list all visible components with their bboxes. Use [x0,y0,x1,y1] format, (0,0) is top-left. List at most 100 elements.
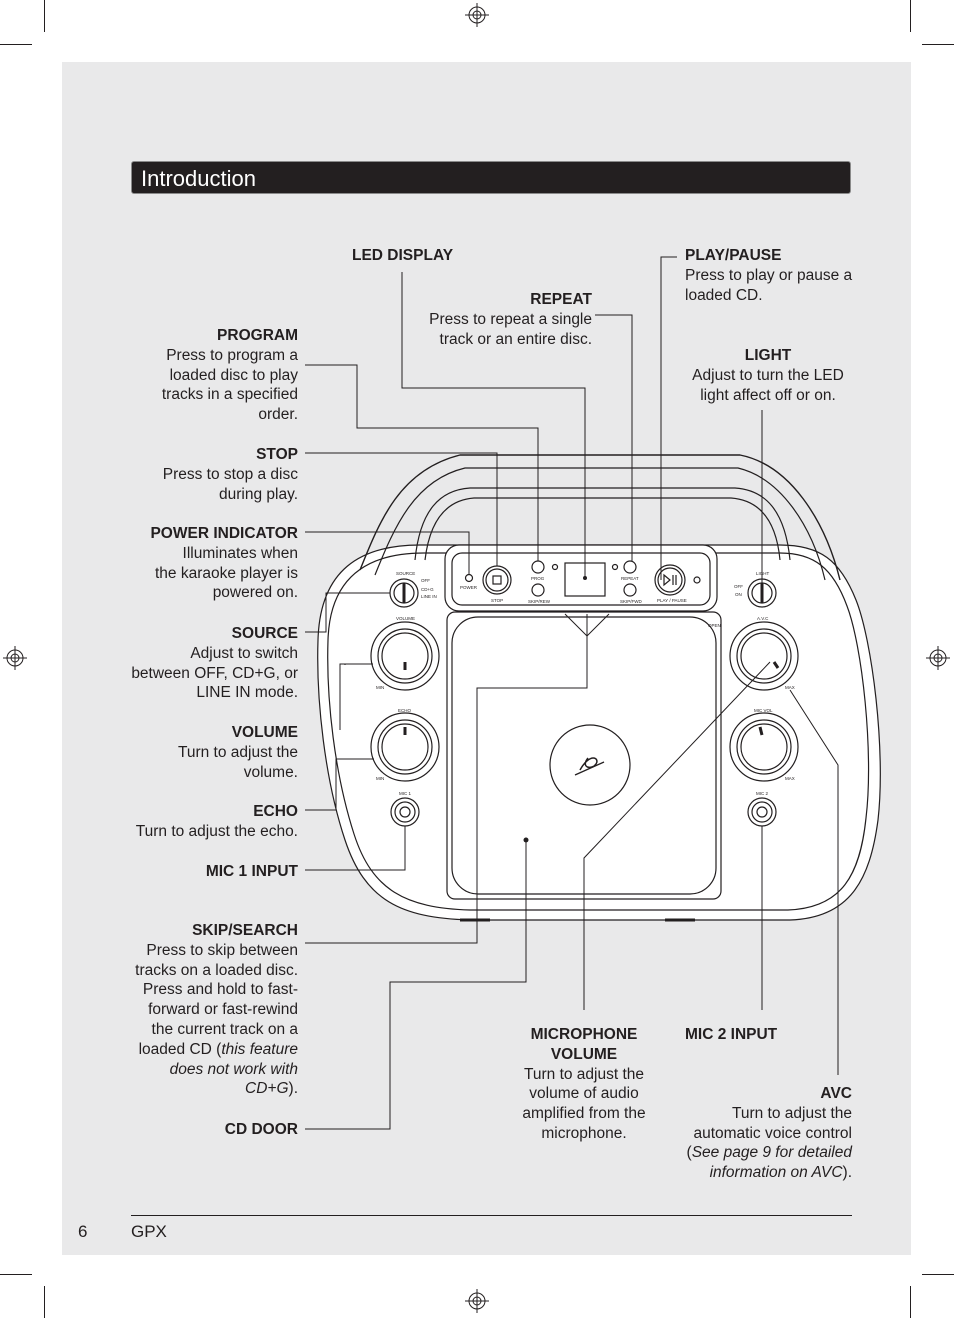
callout-italic: this feature [221,1040,298,1058]
device-label-light-off: OFF [734,584,743,589]
callout-heading: VOLUME [231,724,298,741]
play-pause-button [654,564,686,596]
callout-line: loaded CD (this feature [110,1040,298,1060]
device-label-off: OFF [421,578,430,583]
skip-fwd-button [623,583,637,597]
device-label-mic2: MIC 2 [756,791,768,796]
device-label-volume: VOLUME [396,616,415,621]
section-title: Introduction [141,166,256,191]
callout-light: LIGHT Adjust to turn the LED light affec… [678,346,858,405]
callout-line: volume. [243,763,298,781]
device-label-stop: STOP [491,598,503,603]
device-label-mic-vol-max: MAX [785,776,795,781]
mic-volume-knob [729,712,799,782]
leader-lines [305,256,839,1130]
callout-line: amplified from the [522,1105,646,1123]
callout-heading: MIC 2 INPUT [685,1026,778,1043]
callout-mic1-input: MIC 1 INPUT [120,862,298,882]
callout-line: Press to play or pause a [685,266,853,284]
callout-line: order. [258,406,298,424]
footer-rule [131,1215,852,1216]
cd-lid [446,611,722,900]
callout-line: LINE IN mode. [196,684,298,702]
callout-line: (See page 9 for detailed [662,1143,852,1163]
callout-line: Turn to adjust the [523,1065,645,1083]
callout-italic: information on AVC [709,1164,843,1182]
registration-mark-right [926,646,950,670]
page-number: 6 [78,1222,88,1241]
callout-line: volume of audio [529,1085,639,1103]
callout-play-pause: PLAY/PAUSE Press to play or pause a load… [685,246,860,305]
callout-heading: ECHO [253,803,298,820]
callout-line: loaded disc to play [169,366,298,384]
callout-line: information on AVC). [662,1163,852,1183]
callout-cd-door: CD DOOR [120,1120,298,1140]
callout-heading: LED DISPLAY [352,247,454,264]
section-title-bar: Introduction [131,161,851,194]
callout-line: Turn to adjust the echo. [135,822,298,840]
callout-volume: VOLUME Turn to adjust the volume. [120,723,298,782]
callout-line: tracks in a specified [161,386,298,404]
callout-line: Press to skip between [146,941,298,959]
device-label-volume-min: MIN [376,685,384,690]
device-label-light: LIGHT [756,571,770,576]
device-handle [359,454,841,581]
callout-line: CD+G). [110,1079,298,1099]
callout-line: tracks on a loaded disc. [135,961,298,979]
callout-line: Illuminates when [182,544,298,562]
device-label-mic-vol: MIC VOL [754,708,773,713]
callout-text: ). [288,1080,298,1098]
device-label-avc: A.V.C [757,616,769,621]
callout-line: Turn to adjust the [731,1104,852,1122]
callout-line: Adjust to switch [190,644,298,662]
echo-knob [370,712,440,782]
callout-line: the karaoke player is [154,564,298,582]
callout-heading: CD DOOR [224,1121,298,1138]
callout-avc: AVC Turn to adjust the automatic voice c… [662,1084,852,1183]
callout-heading: AVC [820,1085,852,1102]
device-label-echo-min: MIN [376,776,384,781]
cd-logo [549,724,631,806]
device-body-inner [327,552,870,911]
callout-line: Press to stop a disc [162,465,298,483]
callout-stop: STOP Press to stop a disc during play. [120,445,298,504]
device-label-linein: LINE IN [421,594,437,599]
callout-line: Press and hold to fast- [142,981,298,999]
callout-heading: PROGRAM [217,327,298,344]
callout-heading: PLAY/PAUSE [685,247,782,264]
device-label-prog: PROG [531,576,545,581]
registration-mark-top [465,3,489,27]
callout-heading: LIGHT [744,347,792,364]
callout-mic2-input: MIC 2 INPUT [685,1025,777,1045]
callout-line: forward or fast-rewind [148,1001,298,1019]
callout-led-display: LED DISPLAY [352,246,453,266]
callout-text: ). [842,1164,852,1182]
callout-heading: MICROPHONE [530,1026,638,1043]
registration-mark-left [3,646,27,670]
callout-line: light affect off or on. [700,386,836,404]
callout-echo: ECHO Turn to adjust the echo. [110,802,298,842]
device-label-power: POWER [460,585,478,590]
device-label-avc-max: MAX [785,685,795,690]
footer-brand: GPX [131,1222,167,1241]
callout-repeat: REPEAT Press to repeat a single track or… [392,290,592,349]
device-label-skip-fwd: SKIP/FWD [620,599,643,604]
callout-line: loaded CD. [685,286,763,304]
callout-heading: REPEAT [530,291,592,308]
device-label-echo: ECHO [398,708,412,713]
callout-line: Press to program a [166,346,298,364]
device-label-repeat: REPEAT [621,576,639,581]
repeat-button [623,560,637,574]
callout-italic: does not work with [169,1060,298,1078]
callout-heading: STOP [256,446,298,463]
callout-italic: CD+G [245,1080,289,1098]
callout-heading: SKIP/SEARCH [192,922,298,939]
device-label-light-on: ON [735,592,742,597]
callout-line: Adjust to turn the LED [692,366,844,384]
callout-line: powered on. [212,584,298,602]
device-label-mic1: MIC 1 [399,791,411,796]
callout-text: ( [686,1144,692,1162]
device-label-cdg: CD+G [421,587,434,592]
callout-line: does not work with [110,1060,298,1080]
